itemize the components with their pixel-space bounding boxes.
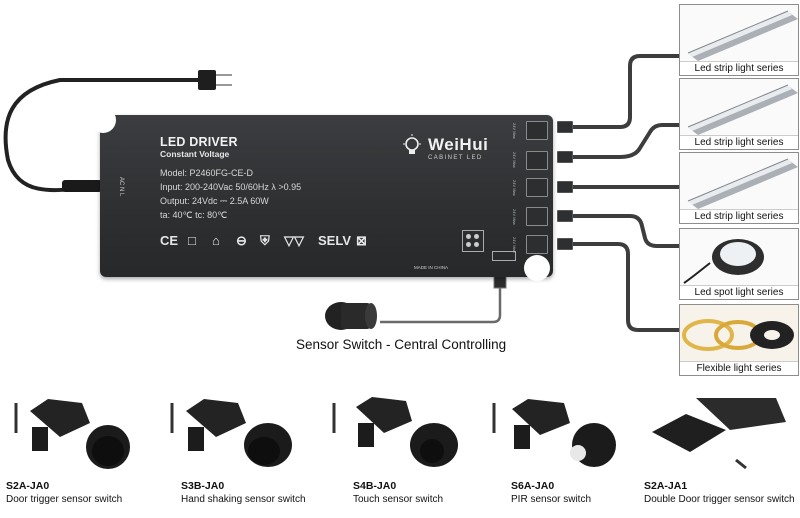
sensor-caption: Sensor Switch - Central Controlling xyxy=(296,337,507,352)
sensor-port xyxy=(462,230,484,252)
output-port-label: 24V Max xyxy=(512,152,517,168)
switch-name: PIR sensor switch xyxy=(511,494,592,505)
switch-code: S4B-JA0 xyxy=(353,480,397,492)
output-port-1 xyxy=(526,121,548,140)
brand-tagline: CABINET LED xyxy=(428,155,483,161)
spot-light-icon xyxy=(680,229,798,286)
output-product-label: Led strip light series xyxy=(680,61,798,75)
sensor-indicator xyxy=(492,251,516,261)
output-product-4: Led spot light series xyxy=(679,228,799,300)
sensor-head-icon xyxy=(325,302,377,330)
driver-output: Output: 24Vdc ⎓ 2.5A 60W xyxy=(160,196,269,206)
double-door-switch-icon xyxy=(652,398,786,470)
output-product-label: Led strip light series xyxy=(680,209,798,223)
switch-name: Touch sensor switch xyxy=(353,494,444,505)
output-wire-4 xyxy=(560,214,680,248)
output-wire-1 xyxy=(560,54,680,129)
output-plug-4 xyxy=(557,210,573,222)
output-plug-1 xyxy=(557,121,573,133)
driver-temp: ta: 40℃ tc: 80℃ xyxy=(160,210,228,220)
output-product-1: Led strip light series xyxy=(679,4,799,76)
driver-title: LED DRIVER xyxy=(160,135,238,149)
switch-name: Door trigger sensor switch xyxy=(6,494,123,505)
output-port-label: 24V Max xyxy=(512,180,517,196)
output-wire-2 xyxy=(560,123,680,159)
output-port-label: 24V Max xyxy=(512,123,517,139)
thermal-protection-icon: ⛨ xyxy=(260,233,270,248)
brand-name: WeiHui xyxy=(428,135,489,154)
output-plug-5 xyxy=(557,238,573,250)
selv-mark: SELV xyxy=(318,233,351,248)
led-driver-unit: LED DRIVER Constant Voltage Model: P2460… xyxy=(90,107,553,281)
led-strip-profile-icon xyxy=(680,153,798,210)
bulb-logo-icon xyxy=(403,134,421,154)
switch-code: S6A-JA0 xyxy=(511,480,555,492)
sensor-wire xyxy=(380,270,502,324)
furniture-mount-icon: ▽▽ xyxy=(284,233,304,248)
ce-mark-icon: CE xyxy=(160,233,179,248)
driver-model: Model: P2460FG-CE-D xyxy=(160,168,254,178)
pir-switch-icon xyxy=(492,399,616,467)
driver-subtitle: Constant Voltage xyxy=(160,149,230,159)
touch-switch-icon xyxy=(332,397,458,467)
output-plug-3 xyxy=(557,181,573,193)
output-port-label: 24V Max xyxy=(512,237,517,253)
output-plug-2 xyxy=(557,151,573,163)
class-ii-icon: □ xyxy=(188,233,196,248)
output-product-3: Led strip light series xyxy=(679,152,799,224)
ac-input-label: AC N L xyxy=(118,177,124,197)
output-product-5: Flexible light series xyxy=(679,304,799,376)
output-port-5 xyxy=(526,235,548,254)
door-trigger-switch-icon xyxy=(14,399,130,469)
led-strip-profile-icon xyxy=(680,79,798,136)
output-wire-5 xyxy=(560,242,680,332)
weee-icon: ⊠ xyxy=(356,233,367,248)
output-product-label: Led strip light series xyxy=(680,135,798,149)
flexible-strip-icon xyxy=(680,305,798,362)
made-in-china-label: MADE IN CHINA xyxy=(414,265,449,270)
safety-transformer-icon: ⊖ xyxy=(236,233,247,248)
output-port-4 xyxy=(526,207,548,226)
driver-input: Input: 200-240Vac 50/60Hz λ >0.95 xyxy=(160,182,302,192)
output-product-label: Flexible light series xyxy=(680,361,798,375)
output-port-label: 24V Max xyxy=(512,209,517,225)
hand-shaking-switch-icon xyxy=(170,399,292,467)
output-port-2 xyxy=(526,151,548,170)
output-product-2: Led strip light series xyxy=(679,78,799,150)
switch-name: Hand shaking sensor switch xyxy=(181,494,306,505)
output-port-3 xyxy=(526,178,548,197)
switch-code: S2A-JA1 xyxy=(644,480,688,492)
switch-code: S3B-JA0 xyxy=(181,480,225,492)
switch-code: S2A-JA0 xyxy=(6,480,50,492)
switch-name: Double Door trigger sensor switch xyxy=(644,494,795,505)
indoor-use-icon: ⌂ xyxy=(212,233,220,248)
output-product-label: Led spot light series xyxy=(680,285,798,299)
led-strip-profile-icon xyxy=(680,5,798,62)
power-plug xyxy=(198,70,216,90)
